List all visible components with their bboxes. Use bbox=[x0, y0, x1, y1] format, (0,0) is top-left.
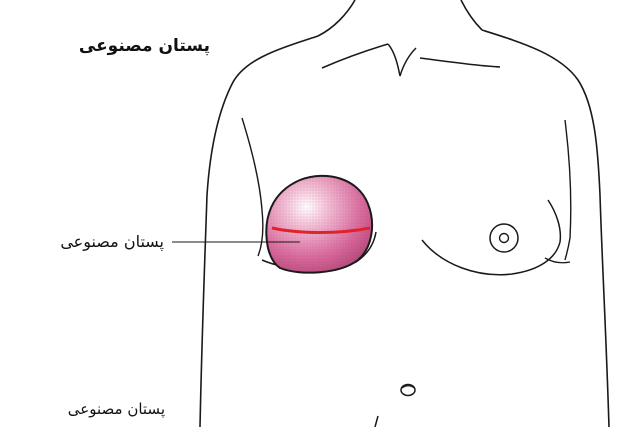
neck-left-line bbox=[318, 0, 355, 36]
left-collarbone bbox=[322, 44, 388, 68]
diagram-heading: پستان مصنوعی bbox=[90, 36, 210, 56]
right-breast-outline bbox=[422, 200, 560, 275]
nipple-areola-inner bbox=[500, 234, 509, 243]
left-armpit-crease bbox=[242, 118, 263, 256]
right-armpit-crease bbox=[565, 120, 571, 260]
nipple-areola-outer bbox=[490, 224, 518, 252]
implant-callout-label: پستان مصنوعی bbox=[30, 232, 164, 251]
diagram-caption: پستان مصنوعی bbox=[55, 400, 165, 418]
neck-right-line bbox=[461, 0, 482, 30]
torso-line-fragment bbox=[375, 416, 378, 427]
right-collarbone bbox=[420, 58, 500, 67]
sternal-notch bbox=[388, 44, 416, 76]
right-shoulder-arm bbox=[482, 30, 609, 427]
